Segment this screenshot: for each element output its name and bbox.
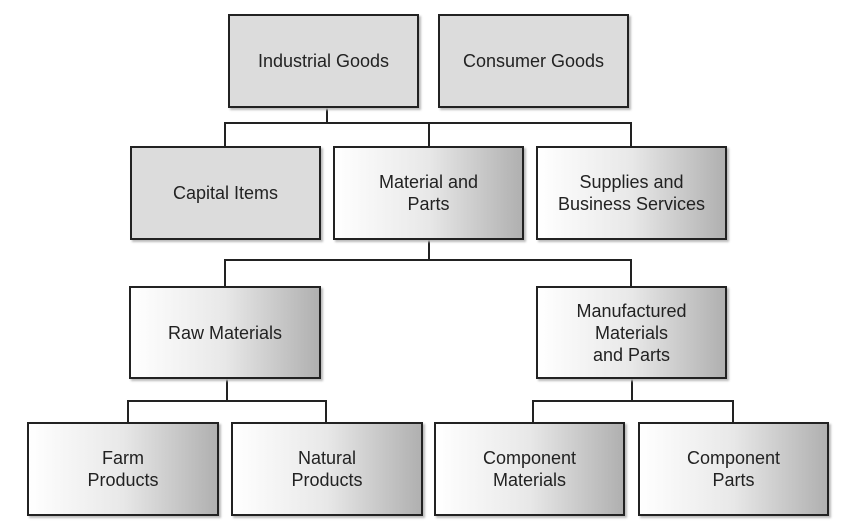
node-label: Component Parts — [686, 448, 781, 490]
connector — [630, 259, 632, 286]
node-label: Raw Materials — [167, 322, 283, 343]
connector — [532, 400, 534, 422]
node-capital-items: Capital Items — [130, 146, 321, 240]
node-consumer-goods: Consumer Goods — [438, 14, 629, 108]
connector — [732, 400, 734, 422]
node-component-parts: Component Parts — [638, 422, 829, 516]
connector — [326, 107, 328, 124]
node-label: Capital Items — [172, 183, 279, 203]
connector — [631, 378, 633, 401]
node-label: Farm Products — [87, 448, 159, 490]
node-material-and-parts: Material and Parts — [333, 146, 524, 240]
connector — [226, 378, 228, 401]
node-natural-products: Natural Products — [231, 422, 423, 516]
node-label: Consumer Goods — [462, 51, 605, 71]
connector — [224, 259, 632, 261]
connector — [532, 400, 734, 402]
node-raw-materials: Raw Materials — [129, 286, 321, 379]
node-farm-products: Farm Products — [27, 422, 219, 516]
connector — [127, 400, 327, 402]
connector — [127, 400, 129, 422]
node-label: Industrial Goods — [257, 51, 390, 71]
connector — [428, 122, 430, 146]
connector — [428, 239, 430, 261]
connector — [224, 122, 226, 146]
connector — [325, 400, 327, 422]
node-label: Supplies and Business Services — [557, 172, 706, 214]
connector — [630, 122, 632, 146]
node-component-materials: Component Materials — [434, 422, 625, 516]
node-label: Material and Parts — [378, 172, 479, 214]
node-label: Component Materials — [482, 448, 577, 490]
node-industrial-goods: Industrial Goods — [228, 14, 419, 108]
node-label: Manufactured Materials and Parts — [576, 300, 687, 365]
node-label: Natural Products — [291, 448, 363, 490]
connector — [224, 259, 226, 286]
node-supplies-business-services: Supplies and Business Services — [536, 146, 727, 240]
node-manufactured-materials-parts: Manufactured Materials and Parts — [536, 286, 727, 379]
